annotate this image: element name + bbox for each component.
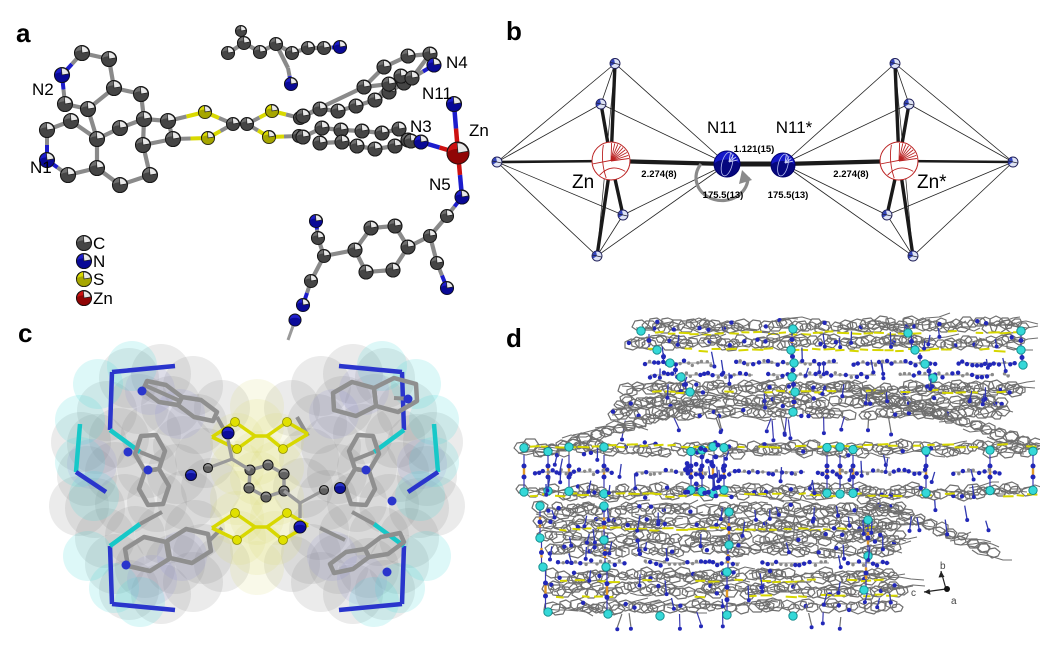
svg-text:a: a: [16, 18, 31, 48]
svg-text:Zn*: Zn*: [917, 172, 947, 193]
svg-text:b: b: [506, 16, 522, 46]
svg-text:N11: N11: [422, 84, 452, 103]
svg-text:b: b: [940, 561, 946, 572]
svg-text:N11*: N11*: [776, 118, 813, 137]
svg-text:a: a: [951, 596, 957, 607]
svg-text:S: S: [93, 270, 104, 289]
svg-text:N11: N11: [707, 118, 737, 137]
svg-text:Zn: Zn: [469, 121, 489, 140]
svg-text:Zn: Zn: [572, 172, 594, 193]
svg-text:175.5(13): 175.5(13): [703, 190, 744, 201]
svg-text:N1: N1: [30, 158, 52, 177]
svg-text:Zn: Zn: [93, 289, 113, 308]
svg-text:2.274(8): 2.274(8): [833, 169, 868, 180]
svg-text:2.274(8): 2.274(8): [641, 169, 676, 180]
svg-text:c: c: [18, 318, 32, 348]
svg-text:N: N: [93, 252, 105, 271]
svg-text:N2: N2: [32, 80, 54, 99]
svg-text:c: c: [911, 588, 916, 599]
svg-text:C: C: [93, 234, 105, 253]
svg-text:N3: N3: [410, 117, 432, 136]
svg-text:N4: N4: [446, 53, 468, 72]
svg-text:N5: N5: [429, 175, 451, 194]
svg-text:175.5(13): 175.5(13): [768, 190, 809, 201]
svg-text:1.121(15): 1.121(15): [734, 144, 775, 155]
svg-text:d: d: [506, 323, 522, 353]
